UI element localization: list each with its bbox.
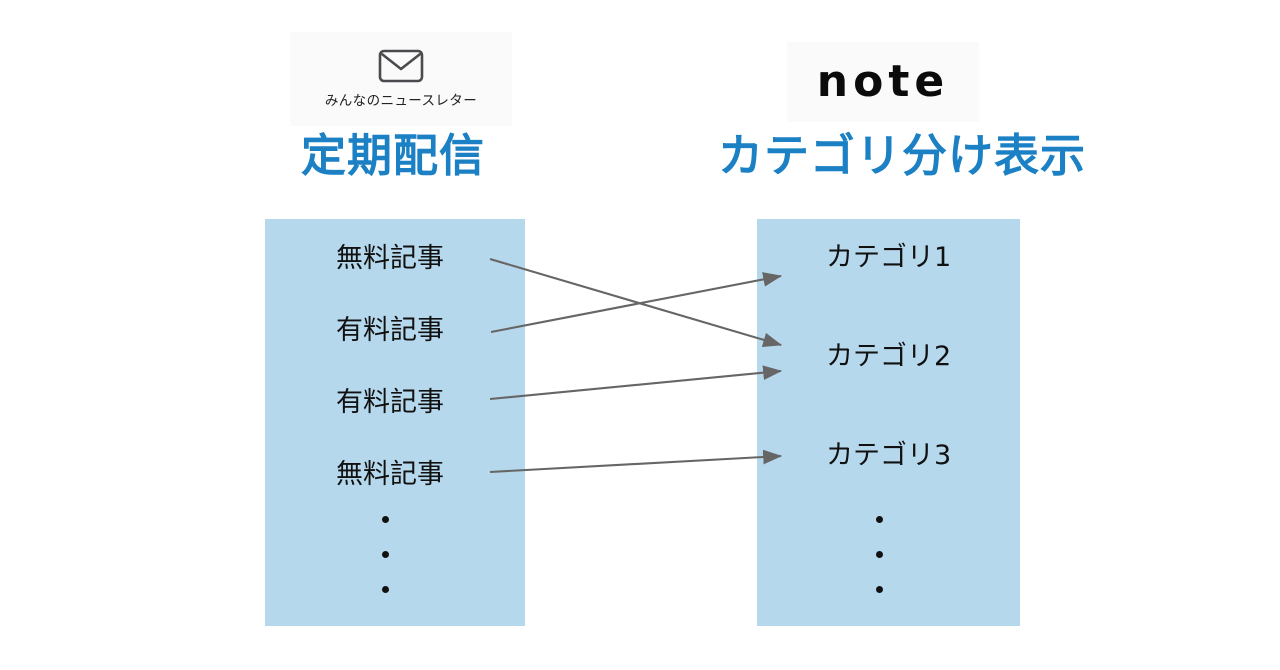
connector-1 — [490, 272, 783, 334]
connector-3 — [489, 449, 783, 474]
envelope-icon — [378, 49, 424, 83]
left-item-0: 無料記事 — [336, 243, 444, 274]
connector-2 — [489, 365, 783, 401]
ellipsis-dot — [382, 551, 389, 558]
left-ellipsis — [382, 516, 389, 593]
right-item-2: カテゴリ3 — [826, 440, 952, 471]
right-ellipsis — [876, 516, 883, 593]
right-item-1: カテゴリ2 — [826, 341, 952, 372]
newsletter-logo-card: みんなのニュースレター — [290, 32, 512, 126]
left-item-3: 無料記事 — [336, 459, 444, 490]
right-panel — [757, 219, 1020, 626]
ellipsis-dot — [876, 516, 883, 523]
heading-periodic-delivery: 定期配信 — [301, 129, 486, 182]
note-logo-card: note — [787, 42, 979, 122]
newsletter-caption: みんなのニュースレター — [324, 93, 478, 109]
ellipsis-dot — [382, 516, 389, 523]
connector-0 — [489, 257, 783, 347]
left-panel — [265, 219, 525, 626]
left-item-2: 有料記事 — [336, 387, 444, 418]
left-item-1: 有料記事 — [336, 315, 444, 346]
heading-category-display: カテゴリ分け表示 — [718, 129, 1087, 182]
ellipsis-dot — [876, 551, 883, 558]
ellipsis-dot — [382, 586, 389, 593]
ellipsis-dot — [876, 586, 883, 593]
right-item-0: カテゴリ1 — [826, 242, 952, 273]
note-wordmark: note — [816, 56, 950, 107]
